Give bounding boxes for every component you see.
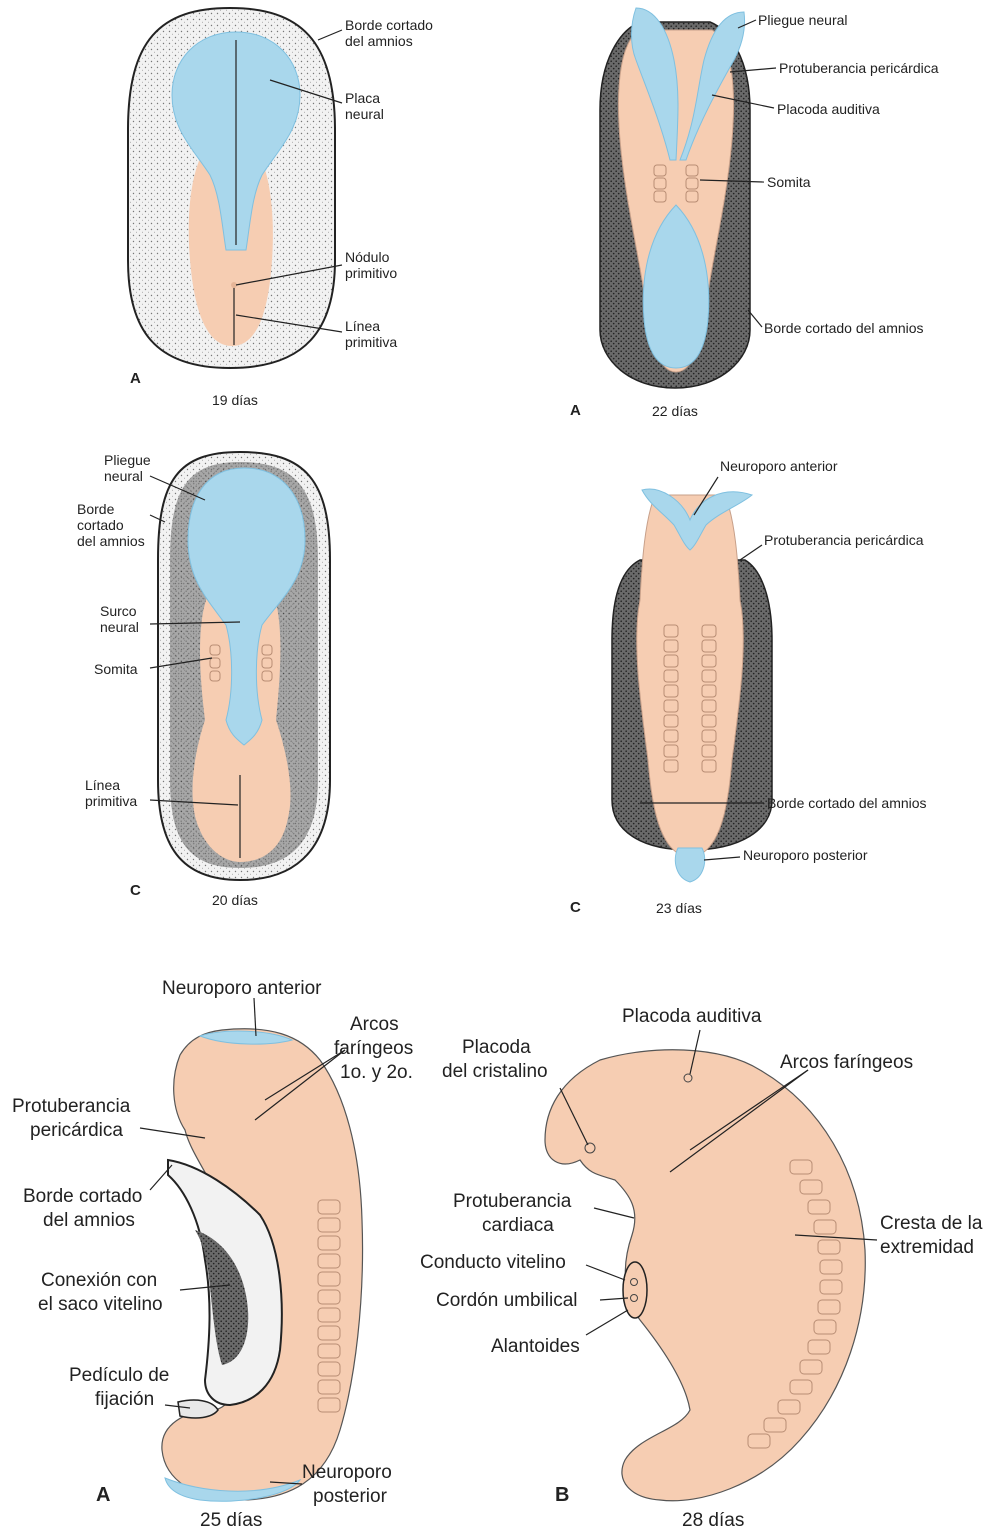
panel-22-days: Pliegue neural Protuberancia pericárdica…	[570, 7, 939, 419]
label-somite-22: Somita	[767, 174, 811, 190]
panel-28-days: Placoda auditiva Placoda del cristalino …	[420, 1006, 983, 1531]
label-lens-28-b: del cristalino	[442, 1061, 548, 1082]
label-pericardial-25-a: Protuberancia	[12, 1096, 131, 1117]
neural-fold-lower-22	[642, 204, 710, 369]
panel-letter-19: A	[130, 370, 141, 387]
panel-19-days: Borde cortado del amnios Placa neural Nó…	[127, 6, 433, 408]
label-pericardial-22: Protuberancia pericárdica	[779, 60, 939, 76]
label-primitive-streak-19-b: primitiva	[345, 334, 397, 350]
label-lens-28-a: Placoda	[462, 1037, 531, 1058]
somites-20	[209, 644, 273, 682]
label-cardiac-28-b: cardiaca	[482, 1215, 554, 1236]
label-cardiac-28-a: Protuberancia	[453, 1191, 572, 1212]
neural-plate-20	[187, 467, 306, 746]
label-neural-fold-20-b: neural	[104, 468, 143, 484]
label-primitive-streak-20-a: Línea	[85, 777, 120, 793]
label-anterior-neuropore-25: Neuroporo anterior	[162, 978, 322, 999]
label-limb-28-a: Cresta de la	[880, 1213, 983, 1234]
age-23: 23 días	[656, 900, 702, 916]
label-yolk-25-a: Conexión con	[41, 1270, 157, 1291]
embryo-body-28	[544, 1049, 866, 1502]
label-yolk-25-b: el saco vitelino	[38, 1294, 163, 1315]
label-posterior-neuropore-25-b: posterior	[313, 1486, 388, 1507]
somites-23	[663, 624, 717, 773]
label-posterior-neuropore-25-a: Neuroporo	[302, 1462, 392, 1483]
anterior-neuropore-23	[641, 488, 754, 551]
panel-20-days: Pliegue neural Borde cortado del amnios …	[77, 450, 331, 908]
label-neural-groove-20-a: Surco	[100, 603, 137, 619]
label-umbilical-28: Cordón umbilical	[436, 1290, 578, 1311]
age-22: 22 días	[652, 403, 698, 419]
yolk-inner-25	[195, 1230, 249, 1365]
label-neural-plate-19-a: Placa	[345, 90, 380, 106]
label-primitive-streak-20-b: primitiva	[85, 793, 137, 809]
label-arches-28: Arcos faríngeos	[780, 1052, 913, 1073]
label-amnion-25-b: del amnios	[43, 1210, 135, 1231]
label-primitive-node-19-b: primitivo	[345, 265, 397, 281]
label-arches-25-b: faríngeos	[334, 1038, 413, 1059]
label-arches-25-a: Arcos	[350, 1014, 399, 1035]
label-amnion-20-a: Borde	[77, 501, 115, 517]
age-20: 20 días	[212, 892, 258, 908]
stalk-25	[177, 1399, 219, 1419]
label-otic-28: Placoda auditiva	[622, 1006, 762, 1027]
label-neural-fold-22: Pliegue neural	[758, 12, 848, 28]
somites-22	[653, 164, 699, 203]
label-stalk-25-a: Pedículo de	[69, 1365, 169, 1386]
label-primitive-node-19-a: Nódulo	[345, 249, 390, 265]
panel-23-days: Neuroporo anterior Protuberancia pericár…	[570, 458, 927, 916]
label-limb-28-b: extremidad	[880, 1237, 974, 1258]
age-19: 19 días	[212, 392, 258, 408]
somites-25	[317, 1199, 341, 1413]
label-pericardial-25-b: pericárdica	[30, 1120, 123, 1141]
lens-placode-28	[584, 1142, 596, 1154]
label-arches-25-c: 1o. y 2o.	[340, 1062, 413, 1083]
label-allantois-28: Alantoides	[491, 1336, 580, 1357]
posterior-neuropore-25	[164, 1477, 302, 1502]
label-neural-fold-20-a: Pliegue	[104, 452, 151, 468]
label-posterior-neuropore-23: Neuroporo posterior	[743, 847, 868, 863]
anterior-neuropore-25	[198, 1030, 294, 1045]
label-amnion-20-b: cortado	[77, 517, 124, 533]
label-amnion-25-a: Borde cortado	[23, 1186, 142, 1207]
label-amnion-23: Borde cortado del amnios	[767, 795, 927, 811]
label-neural-groove-20-b: neural	[100, 619, 139, 635]
umbilical-cord-28	[622, 1261, 648, 1319]
somites-28	[747, 1159, 843, 1449]
panel-letter-23: C	[570, 899, 581, 916]
neural-fold-upper-22	[631, 7, 745, 161]
age-28: 28 días	[682, 1510, 744, 1531]
panel-25-days: Neuroporo anterior Arcos faríngeos 1o. y…	[12, 978, 413, 1531]
label-amnion-20-c: del amnios	[77, 533, 145, 549]
label-anterior-neuropore-23: Neuroporo anterior	[720, 458, 838, 474]
panel-letter-20: C	[130, 882, 141, 899]
label-vitelline-28: Conducto vitelino	[420, 1252, 566, 1273]
label-primitive-streak-19-a: Línea	[345, 318, 380, 334]
label-neural-plate-19-b: neural	[345, 106, 384, 122]
label-amnion-19-a: Borde cortado	[345, 17, 433, 33]
panel-letter-28: B	[555, 1484, 569, 1506]
label-otic-22: Placoda auditiva	[777, 101, 880, 117]
age-25: 25 días	[200, 1510, 262, 1531]
panel-letter-25: A	[96, 1484, 110, 1506]
otic-placode-28	[683, 1073, 693, 1083]
label-pericardial-23: Protuberancia pericárdica	[764, 532, 924, 548]
label-amnion-22: Borde cortado del amnios	[764, 320, 924, 336]
label-amnion-19-b: del amnios	[345, 33, 413, 49]
label-stalk-25-b: fijación	[95, 1389, 154, 1410]
posterior-neuropore-23	[674, 847, 706, 883]
label-somite-20: Somita	[94, 661, 138, 677]
panel-letter-22: A	[570, 402, 581, 419]
